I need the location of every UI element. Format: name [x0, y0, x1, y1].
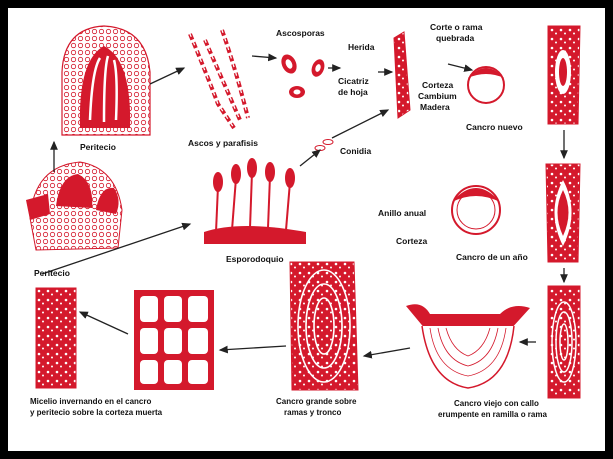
label-peritecio-left: Peritecio — [34, 268, 70, 278]
label-corte-1: Corte o rama — [430, 22, 483, 32]
cancro-viejo-illustration — [548, 286, 580, 398]
label-viejo-2: erumpente en ramilla o rama — [438, 410, 547, 419]
cancro-grande-illustration — [290, 262, 358, 390]
label-grande-1: Cancro grande sobre — [276, 397, 357, 406]
label-micelio-2: y peritecio sobre la corteza muerta — [30, 408, 163, 417]
label-grande-2: ramas y tronco — [284, 408, 341, 417]
label-micelio-1: Micelio invernando en el cancro — [30, 397, 151, 406]
label-viejo-1: Cancro viejo con callo — [454, 399, 539, 408]
label-corteza-ring: Corteza — [396, 236, 427, 246]
label-corte-2: quebrada — [436, 33, 475, 43]
micelio-bark-illustration — [36, 288, 76, 388]
label-cicatriz-1: Cicatriz — [338, 76, 369, 86]
esporodoquio-illustration — [204, 158, 306, 244]
label-corteza-layer: Corteza — [422, 80, 453, 90]
label-madera: Madera — [420, 102, 450, 112]
cancro-un-ano-illustration — [546, 164, 580, 262]
label-cicatriz-2: de hoja — [338, 87, 368, 97]
label-peritecio-top: Peritecio — [80, 142, 116, 152]
diagram-panel: Peritecio Ascos y parafisis Ascosporas H… — [8, 8, 605, 451]
label-cancro-un-ano: Cancro de un año — [456, 252, 528, 262]
ascosporas-illustration — [278, 52, 326, 98]
label-anillo-anual: Anillo anual — [378, 208, 426, 218]
label-conidia: Conidia — [340, 146, 371, 156]
branch-cross-section — [468, 67, 504, 103]
label-herida: Herida — [348, 42, 375, 52]
cancro-viejo-section — [406, 304, 530, 388]
ascos-illustration — [190, 30, 248, 128]
conidia-illustration — [315, 140, 333, 151]
label-cancro-nuevo: Cancro nuevo — [466, 122, 523, 132]
anillo-anual-illustration — [452, 186, 500, 234]
wounded-branch-illustration — [394, 32, 410, 118]
disease-cycle-diagram: Peritecio Ascos y parafisis Ascosporas H… — [8, 8, 605, 451]
peritecio-left-illustration — [26, 162, 122, 250]
label-ascos: Ascos y parafisis — [188, 138, 258, 148]
label-cambium: Cambium — [418, 91, 457, 101]
peritecio-top-illustration — [62, 26, 150, 135]
micelio-tissue-illustration — [134, 290, 214, 390]
cancro-nuevo-illustration — [548, 26, 580, 124]
label-esporodoquio: Esporodoquio — [226, 254, 284, 264]
label-ascosporas: Ascosporas — [276, 28, 325, 38]
